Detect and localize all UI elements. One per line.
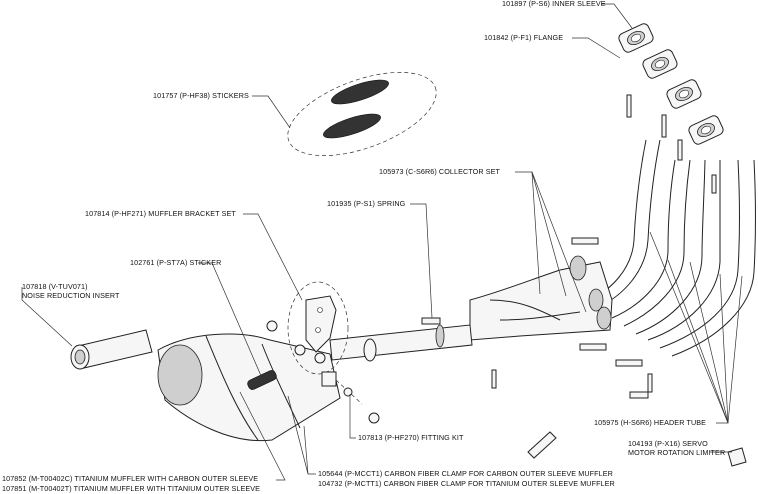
- label-flange: 101842 (P-F1) FLANGE: [484, 33, 563, 42]
- label-muffler-titanium: 107851 (M-T00402T) TITANIUM MUFFLER WITH…: [2, 484, 260, 493]
- label-servo-name: MOTOR ROTATION LIMITER: [628, 448, 725, 457]
- label-collector-set: 105973 (C-S6R6) COLLECTOR SET: [379, 167, 501, 176]
- label-spring: 101935 (P-S1) SPRING: [327, 199, 406, 208]
- label-stickers: 101757 (P-HF38) STICKERS: [153, 91, 249, 100]
- flange-group: [618, 23, 724, 145]
- label-noise-insert-name: NOISE REDUCTION INSERT: [22, 291, 120, 300]
- label-fitting-kit: 107813 (P-HF270) FITTING KIT: [358, 433, 464, 442]
- springs: [421, 237, 653, 399]
- label-clamp-carbon: 105644 (P-MCCT1) CARBON FIBER CLAMP FOR …: [318, 469, 613, 478]
- label-sticker: 102761 (P-ST7A) STICKER: [130, 258, 221, 267]
- label-inner-sleeve: 101897 (P-S6) INNER SLEEVE: [502, 0, 606, 8]
- collector-body: [469, 255, 613, 341]
- label-muffler-carbon: 107852 (M-T00402C) TITANIUM MUFFLER WITH…: [2, 474, 258, 483]
- label-muffler-bracket-set: 107814 (P-HF271) MUFFLER BRACKET SET: [85, 209, 236, 218]
- label-clamp-titanium: 104732 (P-MCTT1) CARBON FIBER CLAMP FOR …: [318, 479, 615, 488]
- leader-lines: [21, 3, 743, 481]
- header-tubes: [589, 139, 756, 357]
- muffler-bracket: [266, 281, 349, 375]
- stickers-oval: [287, 72, 437, 156]
- link-pipe: [329, 324, 473, 362]
- muffler: [157, 333, 341, 442]
- label-header-tube: 105975 (H-S6R6) HEADER TUBE: [594, 418, 706, 427]
- noise-reduction-insert: [70, 329, 153, 370]
- fitting-kit-bracket: [321, 371, 380, 424]
- loose-parts: [527, 431, 747, 467]
- label-noise-insert-code: 107818 (V-TUV071): [22, 282, 88, 291]
- label-servo-code: 104193 (P-X16) SERVO: [628, 439, 708, 448]
- flange-springs: [626, 94, 717, 194]
